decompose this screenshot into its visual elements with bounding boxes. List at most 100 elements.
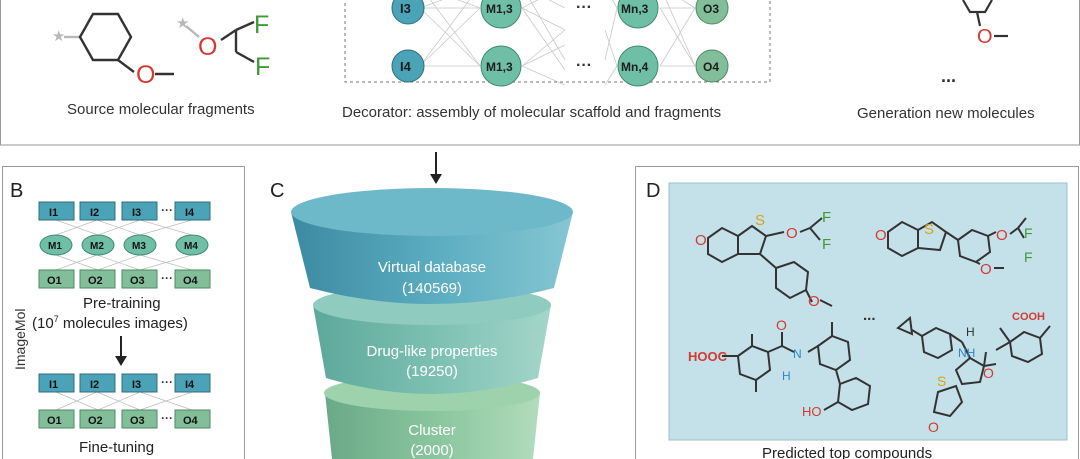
tier-label: Drug-like properties: [367, 343, 498, 360]
output-cell: [121, 409, 158, 429]
hidden-cell: [123, 234, 157, 256]
output-cell: [79, 269, 116, 289]
oxygen-atom: O: [980, 261, 992, 278]
network-edges: [419, 0, 696, 86]
row-ellipsis: ···: [161, 411, 173, 425]
hidden-node: [617, 0, 659, 29]
top-panel: ★ O ★ O F F Source molecular fragments: [0, 0, 1080, 146]
output-node-label: O4: [703, 60, 719, 74]
finetuning-label: Fine-tuning: [79, 439, 154, 456]
output-cell: [38, 269, 75, 289]
input-cell-label: I2: [90, 379, 99, 391]
output-cell-label: O1: [47, 415, 62, 427]
hidden-node: [480, 45, 522, 87]
input-cell: [79, 373, 116, 393]
input-cell: [174, 373, 211, 393]
input-cell-label: I4: [185, 379, 195, 391]
input-cell-label: I2: [90, 207, 99, 219]
pretrain-hidden-row: M1 M2 M3 M4: [39, 234, 209, 256]
output-cell-label: O2: [88, 415, 103, 427]
hidden-cell-label: M3: [132, 241, 146, 252]
fragment-oxygen-atom: O: [136, 61, 155, 89]
output-cell-label: O4: [183, 275, 199, 287]
input-cell: [174, 201, 211, 221]
hidden-cell: [81, 234, 115, 256]
input-cell-label: I3: [132, 207, 141, 219]
decorator-dashed-box: [344, 0, 771, 83]
compounds-ellipsis: ...: [863, 307, 876, 324]
oxygen-atom: O: [808, 293, 820, 310]
row-ellipsis: ···: [161, 271, 173, 285]
fluorine-atom: F: [822, 209, 831, 226]
output-node-label: O3: [703, 2, 719, 16]
pretrain-edges: [55, 219, 193, 271]
input-cell-label: I4: [185, 207, 195, 219]
oxygen-atom: O: [875, 227, 887, 244]
panel-c-letter: C: [270, 180, 284, 202]
compound-1: O S O F F O: [695, 209, 833, 310]
panel-d-border: [635, 166, 1079, 459]
row-ellipsis: ···: [161, 203, 173, 217]
pretraining-detail-rest: molecules images): [59, 315, 188, 332]
hidden-node: [480, 0, 522, 29]
compound-3: HOOC O N H HO: [688, 317, 872, 419]
carboxyl-group: COOH: [1012, 311, 1045, 323]
sulfur-atom: S: [924, 221, 934, 238]
hydrogen-atom: H: [966, 325, 975, 339]
input-node-label: I4: [400, 59, 412, 74]
source-fragments: ★ O ★ O F F: [52, 11, 270, 89]
generation-caption: Generation new molecules: [857, 105, 1035, 122]
hidden-node-label: M1,3: [486, 2, 513, 16]
attachment-star-icon: ★: [176, 15, 189, 32]
oxygen-atom: O: [996, 227, 1008, 244]
decorator-network: I3 M1,3 Mn,3 O3 ··· I4 M1,3 Mn,4 O4 ···: [344, 0, 771, 87]
panel-c: C Cluster (2000) Drug-like properties (1…: [270, 180, 573, 459]
fluorine-atom: F: [1024, 249, 1033, 265]
oxygen-atom: O: [786, 225, 798, 242]
generation-ellipsis: ...: [941, 66, 956, 86]
fluorine-atom: F: [1024, 225, 1033, 241]
input-node-label: I3: [400, 1, 411, 16]
input-cell-label: I3: [132, 379, 141, 391]
row-ellipsis: ···: [161, 375, 173, 389]
pretrain-to-finetune-arrow-icon: [115, 336, 127, 366]
panel-b: B ImageMol I1 I2 I3 ··· I4 M1 M2 M3: [2, 166, 245, 459]
input-cell: [79, 201, 116, 221]
panel-b-border: [2, 166, 245, 459]
output-cell: [38, 409, 75, 429]
source-caption: Source molecular fragments: [67, 101, 255, 118]
sulfur-atom: S: [937, 373, 946, 389]
compounds-caption: Predicted top compounds: [762, 445, 932, 459]
output-cell: [174, 269, 211, 289]
fluorine-atom: F: [822, 236, 831, 253]
network-ellipsis: ···: [576, 0, 592, 16]
oxygen-atom: O: [776, 317, 787, 333]
output-cell-label: O3: [130, 275, 145, 287]
benzene-ring: [78, 12, 133, 62]
tier-label: Cluster: [408, 422, 456, 439]
generated-oxygen-atom: O: [977, 26, 993, 48]
hidden-node-label: Mn,3: [621, 2, 649, 16]
output-cell-label: O4: [183, 415, 199, 427]
pretrain-output-row: O1 O2 O3 ··· O4: [38, 269, 211, 289]
sulfur-atom: S: [755, 212, 765, 229]
funnel-tier-1: Virtual database (140569): [291, 188, 573, 304]
finetune-input-row: I1 I2 I3 ··· I4: [38, 373, 211, 393]
decorator-caption: Decorator: assembly of molecular scaffol…: [342, 104, 721, 121]
input-cell-label: I1: [49, 207, 58, 219]
tier-count: (140569): [402, 280, 462, 297]
hidden-cell: [39, 234, 73, 256]
hydroxyl-group: HO: [802, 404, 822, 419]
pretrain-input-row: I1 I2 I3 ··· I4: [38, 201, 211, 221]
compound-2: O S O F F O: [875, 217, 1033, 278]
hidden-cell-label: M4: [184, 241, 198, 252]
hidden-node-label: M1,3: [486, 60, 513, 74]
network-ellipsis: ···: [576, 57, 592, 74]
panel-d-letter: D: [646, 180, 660, 202]
tier-count: (2000): [410, 442, 453, 459]
output-node: [695, 49, 729, 83]
top-panel-border: [0, 0, 1080, 146]
fragment-fluorine-atom: F: [255, 53, 270, 81]
output-cell: [174, 409, 211, 429]
